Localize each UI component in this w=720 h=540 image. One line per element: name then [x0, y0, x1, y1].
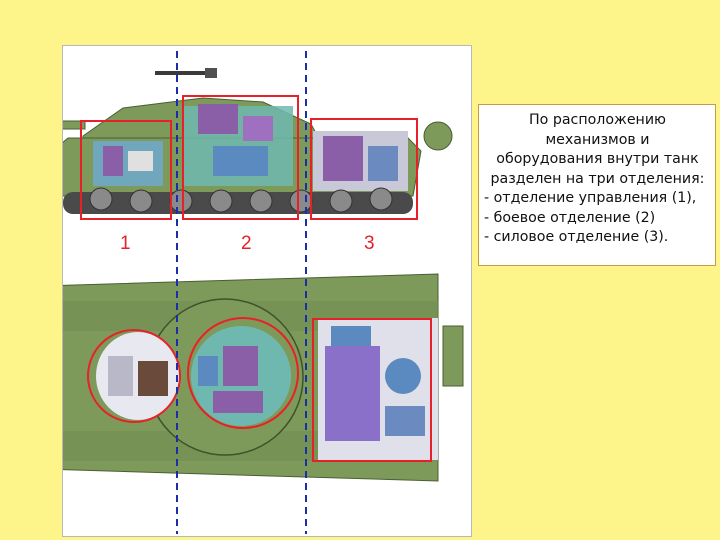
section-number-1: 1 — [120, 233, 131, 254]
section-number-2: 2 — [241, 233, 252, 254]
tank-layout-figure: 1 2 3 — [62, 45, 472, 537]
section-1-circle-top — [87, 329, 181, 423]
description-heading-line: разделен на три отделения: — [490, 170, 705, 187]
description-heading-line: По расположению — [528, 112, 666, 128]
section-3-frame-side — [310, 118, 418, 220]
section-1-frame-side — [80, 120, 172, 220]
description-heading-line: оборудования внутри танк — [496, 151, 699, 167]
section-3-frame-top — [312, 318, 432, 462]
tank-diagram: 1 2 3 — [63, 51, 464, 534]
description-item-power: - силовое отделение (3). — [484, 229, 669, 245]
description-item-fighting: - боевое отделение (2) — [484, 209, 656, 226]
section-2-circle-top — [187, 317, 299, 429]
tank-side-view — [63, 68, 453, 214]
tank-top-view — [63, 273, 464, 482]
description-item-control: - отделение управления (1), — [484, 190, 697, 206]
description-heading-line: механизмов и — [545, 131, 650, 148]
section-2-frame-side — [182, 95, 299, 220]
section-number-3: 3 — [364, 233, 375, 254]
description-box: По расположению механизмов и оборудовани… — [478, 104, 716, 266]
